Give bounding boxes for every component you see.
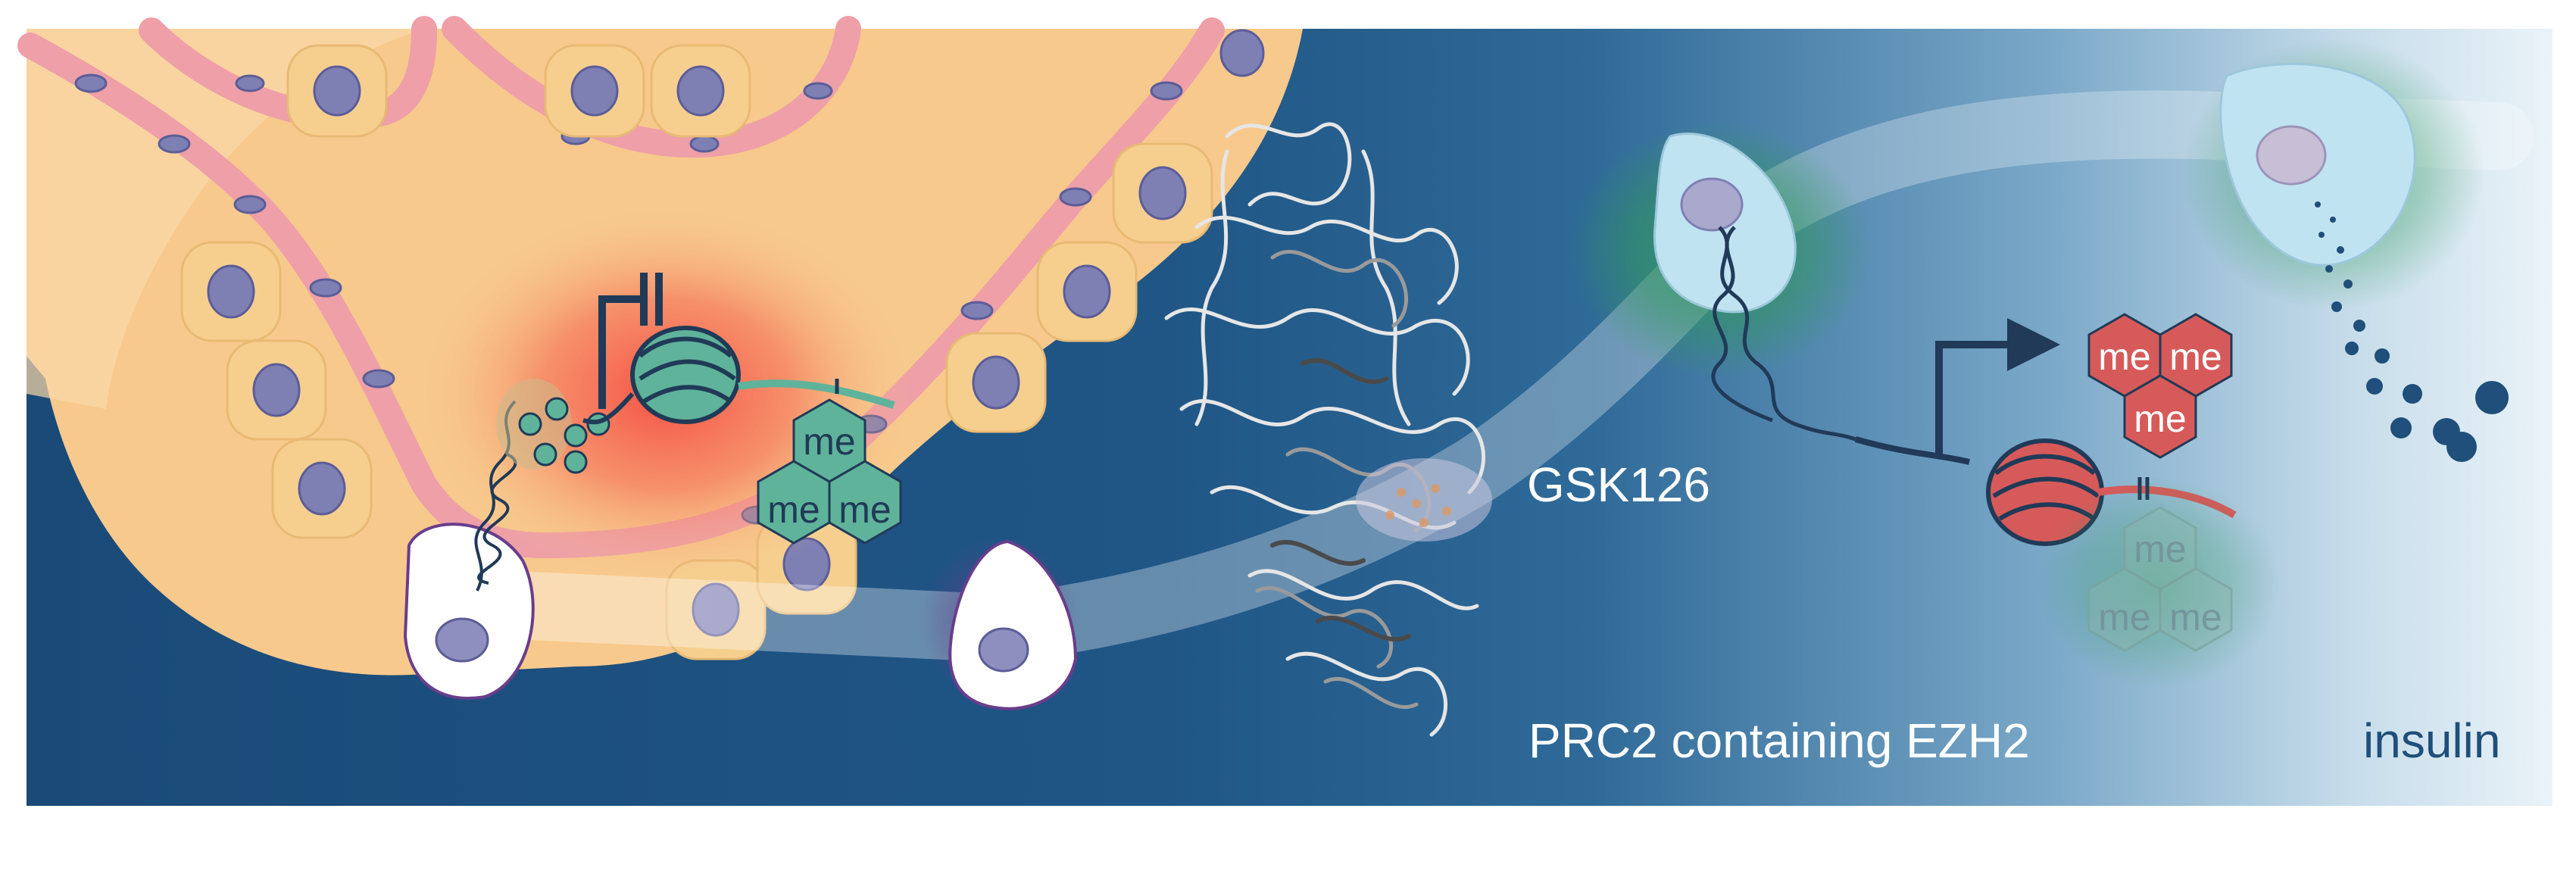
me-label-faded-1: me [2134, 528, 2186, 570]
dna-to-promoter-line [1854, 436, 1970, 465]
me-label-green-2: me [767, 489, 820, 531]
inhibition-symbol [598, 273, 663, 409]
insulin-granules [2315, 201, 2509, 462]
me-label-red-1: me [2098, 336, 2150, 378]
repressive-methyl-marks [757, 398, 902, 545]
removed-methyl-marks [2087, 506, 2233, 652]
me-label-faded-2: me [2098, 596, 2150, 638]
me-label-faded-3: me [2169, 596, 2222, 638]
small-nucleosomes [518, 397, 610, 474]
gsk126-label: GSK126 [1527, 457, 1710, 512]
active-methyl-marks [2087, 313, 2233, 459]
migrating-cell [920, 538, 1079, 710]
repressed-nucleosome [582, 326, 895, 425]
gsk126-inhibitor-molecule [1356, 458, 1492, 542]
insulin-label: insulin [2363, 713, 2500, 768]
prc2-protein-structure [1164, 122, 1486, 737]
me-label-red-3: me [2134, 398, 2186, 440]
prc2-label: PRC2 containing EZH2 [1528, 713, 2030, 768]
activation-arrow [1935, 318, 2060, 454]
early-beta-cell [1653, 133, 1797, 314]
me-label-green-3: me [838, 489, 891, 531]
dna-double-helix [1711, 226, 1856, 442]
me-label-red-2: me [2169, 336, 2222, 378]
progenitor-cell [403, 523, 535, 700]
mature-beta-cell [2219, 62, 2416, 267]
me-label-green-1: me [803, 420, 855, 463]
